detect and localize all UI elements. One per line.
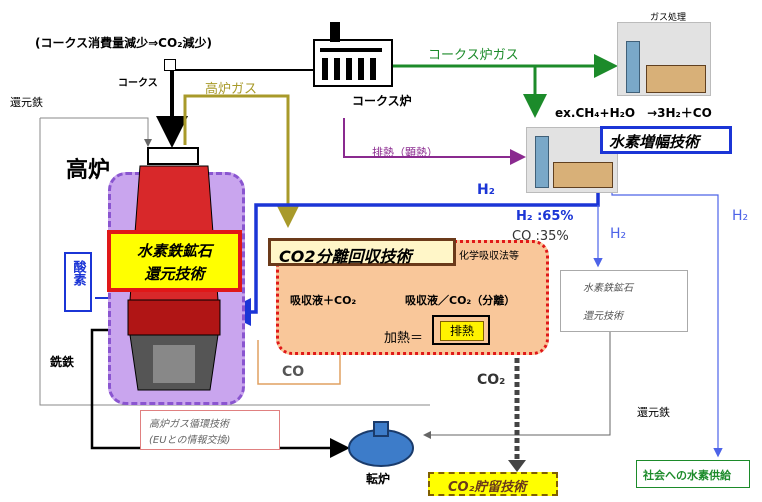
coke-oven-gas-label: コークス炉ガス bbox=[428, 48, 519, 63]
hydrogen-amplification-label: 水素増幅技術 bbox=[609, 133, 700, 151]
converter-label: 転炉 bbox=[366, 472, 391, 486]
reaction-formula: ex.CH₄+H₂O →3H₂＋CO bbox=[555, 106, 712, 120]
h2-ore-reduction-box: 水素鉄鉱石 還元技術 bbox=[560, 270, 688, 332]
grey-frame-line bbox=[39, 118, 430, 406]
heating-label: 加熱＝ bbox=[384, 331, 424, 346]
h2-ore-reduction-label-2: 還元技術 bbox=[583, 311, 623, 322]
hydrogen-plant bbox=[526, 127, 618, 193]
gas-processing-label: ガス処理 bbox=[650, 13, 687, 23]
co2-label: CO₂ bbox=[477, 372, 506, 388]
exhaust-heat-arrow bbox=[343, 118, 526, 165]
h2-label-main: H₂ bbox=[477, 182, 495, 198]
exhaust-heat-label: 排熱（顕熱） bbox=[372, 146, 438, 159]
absorbent-reaction-right: 吸収液／CO₂（分離） bbox=[405, 294, 516, 307]
reduced-iron-label-2: 還元鉄 bbox=[637, 406, 670, 419]
hydrogen-supply-label: 社会への水素供給 bbox=[643, 469, 731, 482]
ore-reduction-label-1: 水素鉄鉱石 bbox=[136, 242, 212, 260]
gas-processing-plant bbox=[617, 22, 711, 96]
co2-storage-label: CO₂貯留技術 bbox=[448, 480, 527, 495]
exhaust-heat-box: 排熱 bbox=[432, 315, 490, 345]
coke-feed-box bbox=[164, 59, 176, 71]
hydrogen-supply-box: 社会への水素供給 bbox=[636, 460, 750, 488]
hydrogen-amplification-box: 水素増幅技術 bbox=[600, 126, 732, 154]
absorbent-reaction-left: 吸収液＋CO₂ bbox=[290, 294, 357, 307]
h2-ore-reduction-label-1: 水素鉄鉱石 bbox=[583, 283, 633, 294]
co2-capture-title-box: CO2分離回収技術 bbox=[268, 238, 456, 266]
oxygen-box: 酸素 bbox=[64, 252, 92, 312]
bf-gas-label: 高炉ガス bbox=[205, 82, 258, 97]
coke-label: コークス bbox=[118, 78, 158, 89]
coke-oven-label: コークス炉 bbox=[352, 94, 412, 108]
blast-furnace-label: 高炉 bbox=[66, 158, 111, 183]
bf-gas-circulation-label-2: (EUとの情報交換) bbox=[149, 435, 231, 446]
bf-gas-circulation-box: 高炉ガス循環技術 (EUとの情報交換) bbox=[140, 410, 280, 450]
pig-iron-label: 銑鉄 bbox=[50, 355, 75, 369]
reduced-iron-line bbox=[40, 117, 152, 147]
coke-oven-icon bbox=[313, 22, 393, 87]
co2-storage-box: CO₂貯留技術 bbox=[428, 472, 558, 496]
h2-main-arrow bbox=[223, 185, 600, 326]
co2-capture-label: CO2分離回収技術 bbox=[279, 247, 412, 266]
chem-absorption-label: 化学吸収法等 bbox=[459, 251, 519, 262]
oxygen-label: 酸素 bbox=[70, 260, 86, 286]
h2-pct-label: H₂ :65% bbox=[516, 209, 574, 224]
co-label: CO bbox=[282, 364, 305, 380]
h2-label-branch-1: H₂ bbox=[610, 226, 627, 242]
exhaust-heat-box-label: 排熱 bbox=[449, 324, 474, 338]
top-note: (コークス消費量減少⇒CO₂減少) bbox=[35, 36, 212, 50]
reduced-iron-label: 還元鉄 bbox=[10, 96, 43, 109]
bf-gas-arrow bbox=[183, 94, 300, 228]
h2-label-branch-2: H₂ bbox=[732, 208, 749, 224]
ore-reduction-label-2: 還元技術 bbox=[144, 265, 205, 283]
ore-reduction-box: 水素鉄鉱石 還元技術 bbox=[107, 230, 242, 292]
bf-gas-circulation-label-1: 高炉ガス循環技術 bbox=[149, 419, 229, 430]
converter-icon bbox=[348, 421, 414, 467]
